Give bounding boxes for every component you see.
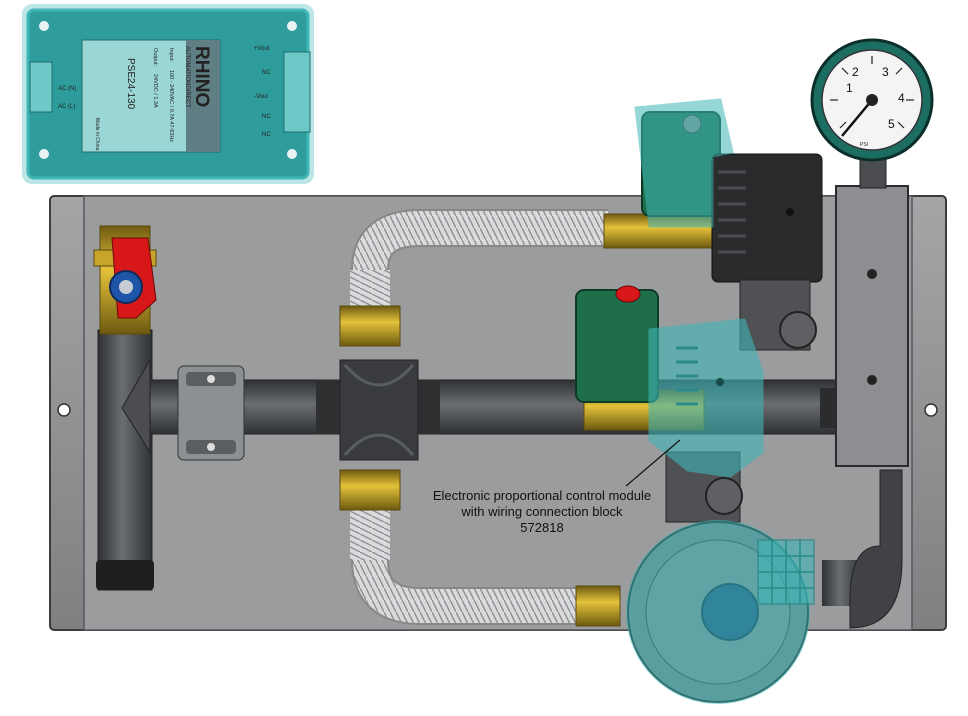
power-supply-module: RHINO AUTOMATIONDIRECT Input: 100 - 240V… — [22, 4, 314, 184]
psu-right-terminal-4: NC — [262, 114, 271, 120]
gauge-number-3: 3 — [882, 65, 889, 79]
psu-output-label: Output: — [152, 48, 158, 67]
callout-line-3: 572818 — [520, 520, 564, 535]
psu-model: PSE24-130 — [125, 58, 136, 110]
psu-right-terminal-5: NC — [262, 132, 271, 138]
callout-leader-line — [625, 439, 681, 487]
gauge-number-5: 5 — [888, 117, 895, 131]
psu-terminal-block-left — [29, 61, 53, 113]
highlight-pressure-regulator — [626, 520, 815, 704]
gauge-number-1: 1 — [846, 81, 853, 95]
gauge-number-2: 2 — [852, 65, 859, 79]
psu-input-value: 100 - 240VAC / 0.7A 47-63Hz — [168, 70, 174, 142]
psu-right-terminal-1: +Vout — [254, 46, 270, 52]
inlet-pipe — [93, 225, 157, 591]
psu-screw-bottom-left — [39, 149, 49, 159]
highlight-control-module — [648, 318, 764, 478]
psu-left-terminal-2: AC (L) — [58, 104, 75, 110]
pressure-gauge: 1 2 3 4 5 PSI — [810, 38, 934, 162]
psu-screw-top-left — [39, 21, 49, 31]
psu-input-label: Input: — [168, 48, 174, 62]
callout-line-2: with wiring connection block — [461, 504, 623, 519]
psu-output-value: 24VDC / 1.3A — [152, 74, 158, 108]
psu-left-terminal-1: AC (N) — [58, 86, 76, 92]
psu-screw-bottom-right — [287, 149, 297, 159]
mounting-hole-left — [57, 403, 71, 417]
flex-hose-upper — [339, 209, 608, 347]
gauge-brand: PSI — [860, 142, 868, 148]
psu-screw-top-right — [287, 21, 297, 31]
psu-terminal-block-right — [283, 51, 311, 133]
mounting-hole-right — [924, 403, 938, 417]
pipe-clamp — [177, 365, 245, 461]
inlet-end-cap — [96, 560, 154, 590]
flex-hose-lower — [339, 469, 621, 627]
psu-right-terminal-3: -Vout — [254, 94, 268, 100]
gauge-number-4: 4 — [898, 91, 905, 105]
psu-brand-strip — [186, 40, 220, 152]
psu-right-terminal-2: NC — [262, 70, 271, 76]
highlight-upper-valve-coil — [634, 98, 734, 228]
callout-line-1: Electronic proportional control module — [432, 488, 652, 503]
psu-brand: RHINO — [191, 46, 212, 107]
psu-footer: Made in China — [94, 118, 100, 150]
pipe-cross-fitting — [339, 359, 419, 461]
gauge-needle — [841, 99, 873, 137]
psu-sub-brand: AUTOMATIONDIRECT — [184, 46, 190, 108]
callout-label: Electronic proportional control module w… — [412, 488, 672, 536]
manifold-block — [835, 151, 909, 467]
